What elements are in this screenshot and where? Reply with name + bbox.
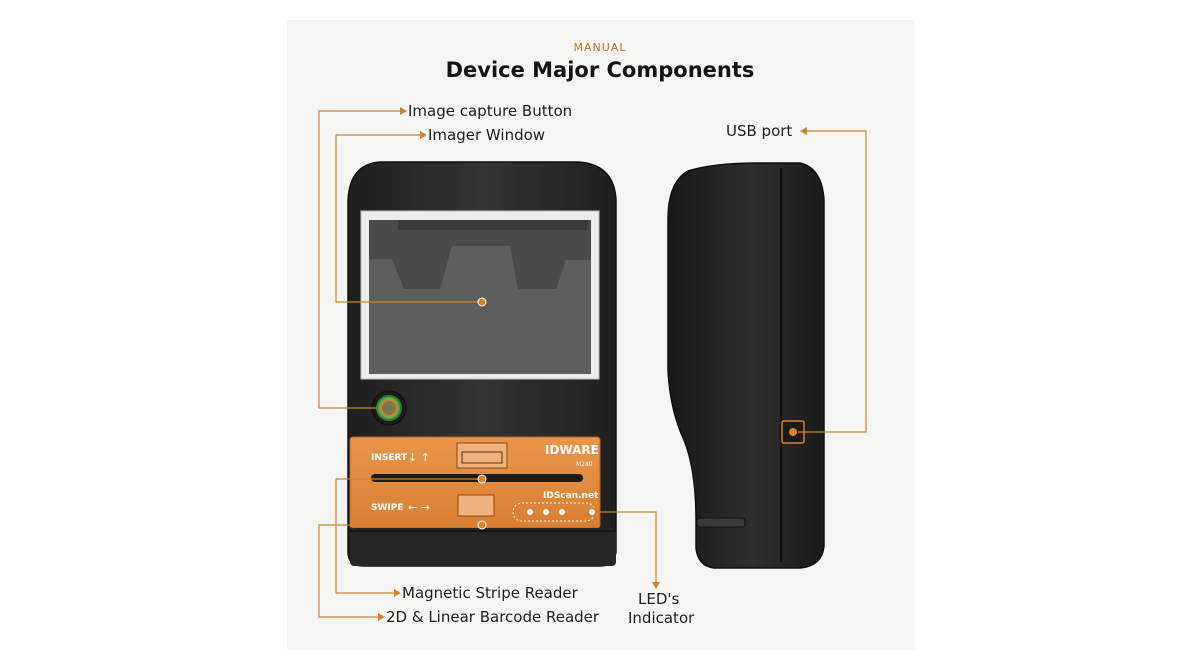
button-ring-icon (380, 399, 398, 417)
led-2-icon (543, 509, 549, 515)
arrow-icon (378, 613, 385, 621)
device-base (350, 528, 616, 566)
callout-line-imager-window (335, 134, 482, 303)
device-front-view: INSERT ↓ ↑ IDWARE M280 SWIPE ← → IDScan.… (347, 161, 617, 567)
eyebrow-label: MANUAL (573, 41, 627, 54)
barcode-label-icon (456, 442, 508, 469)
led-3-icon (559, 509, 565, 515)
arrow-icon (420, 131, 427, 139)
led-strip (512, 502, 596, 522)
card-rest (369, 246, 591, 374)
arrow-icon (800, 127, 807, 135)
callout-imager-window: Imager Window (428, 126, 546, 144)
callout-lines (318, 110, 867, 618)
callout-barcode-reader: 2D & Linear Barcode Reader (386, 608, 600, 626)
arrow-icon (400, 107, 407, 115)
stripe-label-icon (457, 494, 495, 517)
callout-line-led-indicator (596, 511, 657, 582)
led-indicator-marker (587, 507, 597, 517)
callout-dots (477, 297, 487, 530)
callout-usb-port: USB port (726, 122, 793, 140)
led-1-icon (527, 509, 533, 515)
arrow-icon (394, 589, 401, 597)
side-slot (696, 517, 746, 528)
brand-label: IDWARE (545, 443, 599, 457)
callout-led-indicator-line1: LED's (638, 590, 680, 608)
swipe-arrows-icon: ← → (408, 501, 430, 514)
usb-port-marker (789, 428, 797, 436)
card-insert-slot[interactable] (371, 474, 583, 482)
device-side-view (667, 162, 825, 569)
callout-line-barcode-reader (318, 524, 482, 618)
callout-arrowheads (378, 107, 807, 621)
insert-arrows-icon: ↓ ↑ (408, 451, 430, 464)
swipe-label: SWIPE (371, 503, 404, 513)
callout-magnetic-stripe-reader: Magnetic Stripe Reader (402, 584, 578, 602)
diagram-title: Device Major Components (445, 58, 755, 82)
arrow-icon (652, 582, 660, 589)
callout-line-image-capture-button (318, 110, 400, 409)
website-label: IDScan.net (543, 491, 599, 501)
callout-line-usb-port (798, 130, 867, 433)
callout-image-capture-button: Image capture Button (408, 102, 573, 120)
model-label: M280 (576, 461, 593, 468)
callout-line-magnetic-stripe (335, 478, 482, 594)
insert-label: INSERT (371, 453, 408, 463)
callout-led-indicator-line2: Indicator (628, 609, 695, 627)
